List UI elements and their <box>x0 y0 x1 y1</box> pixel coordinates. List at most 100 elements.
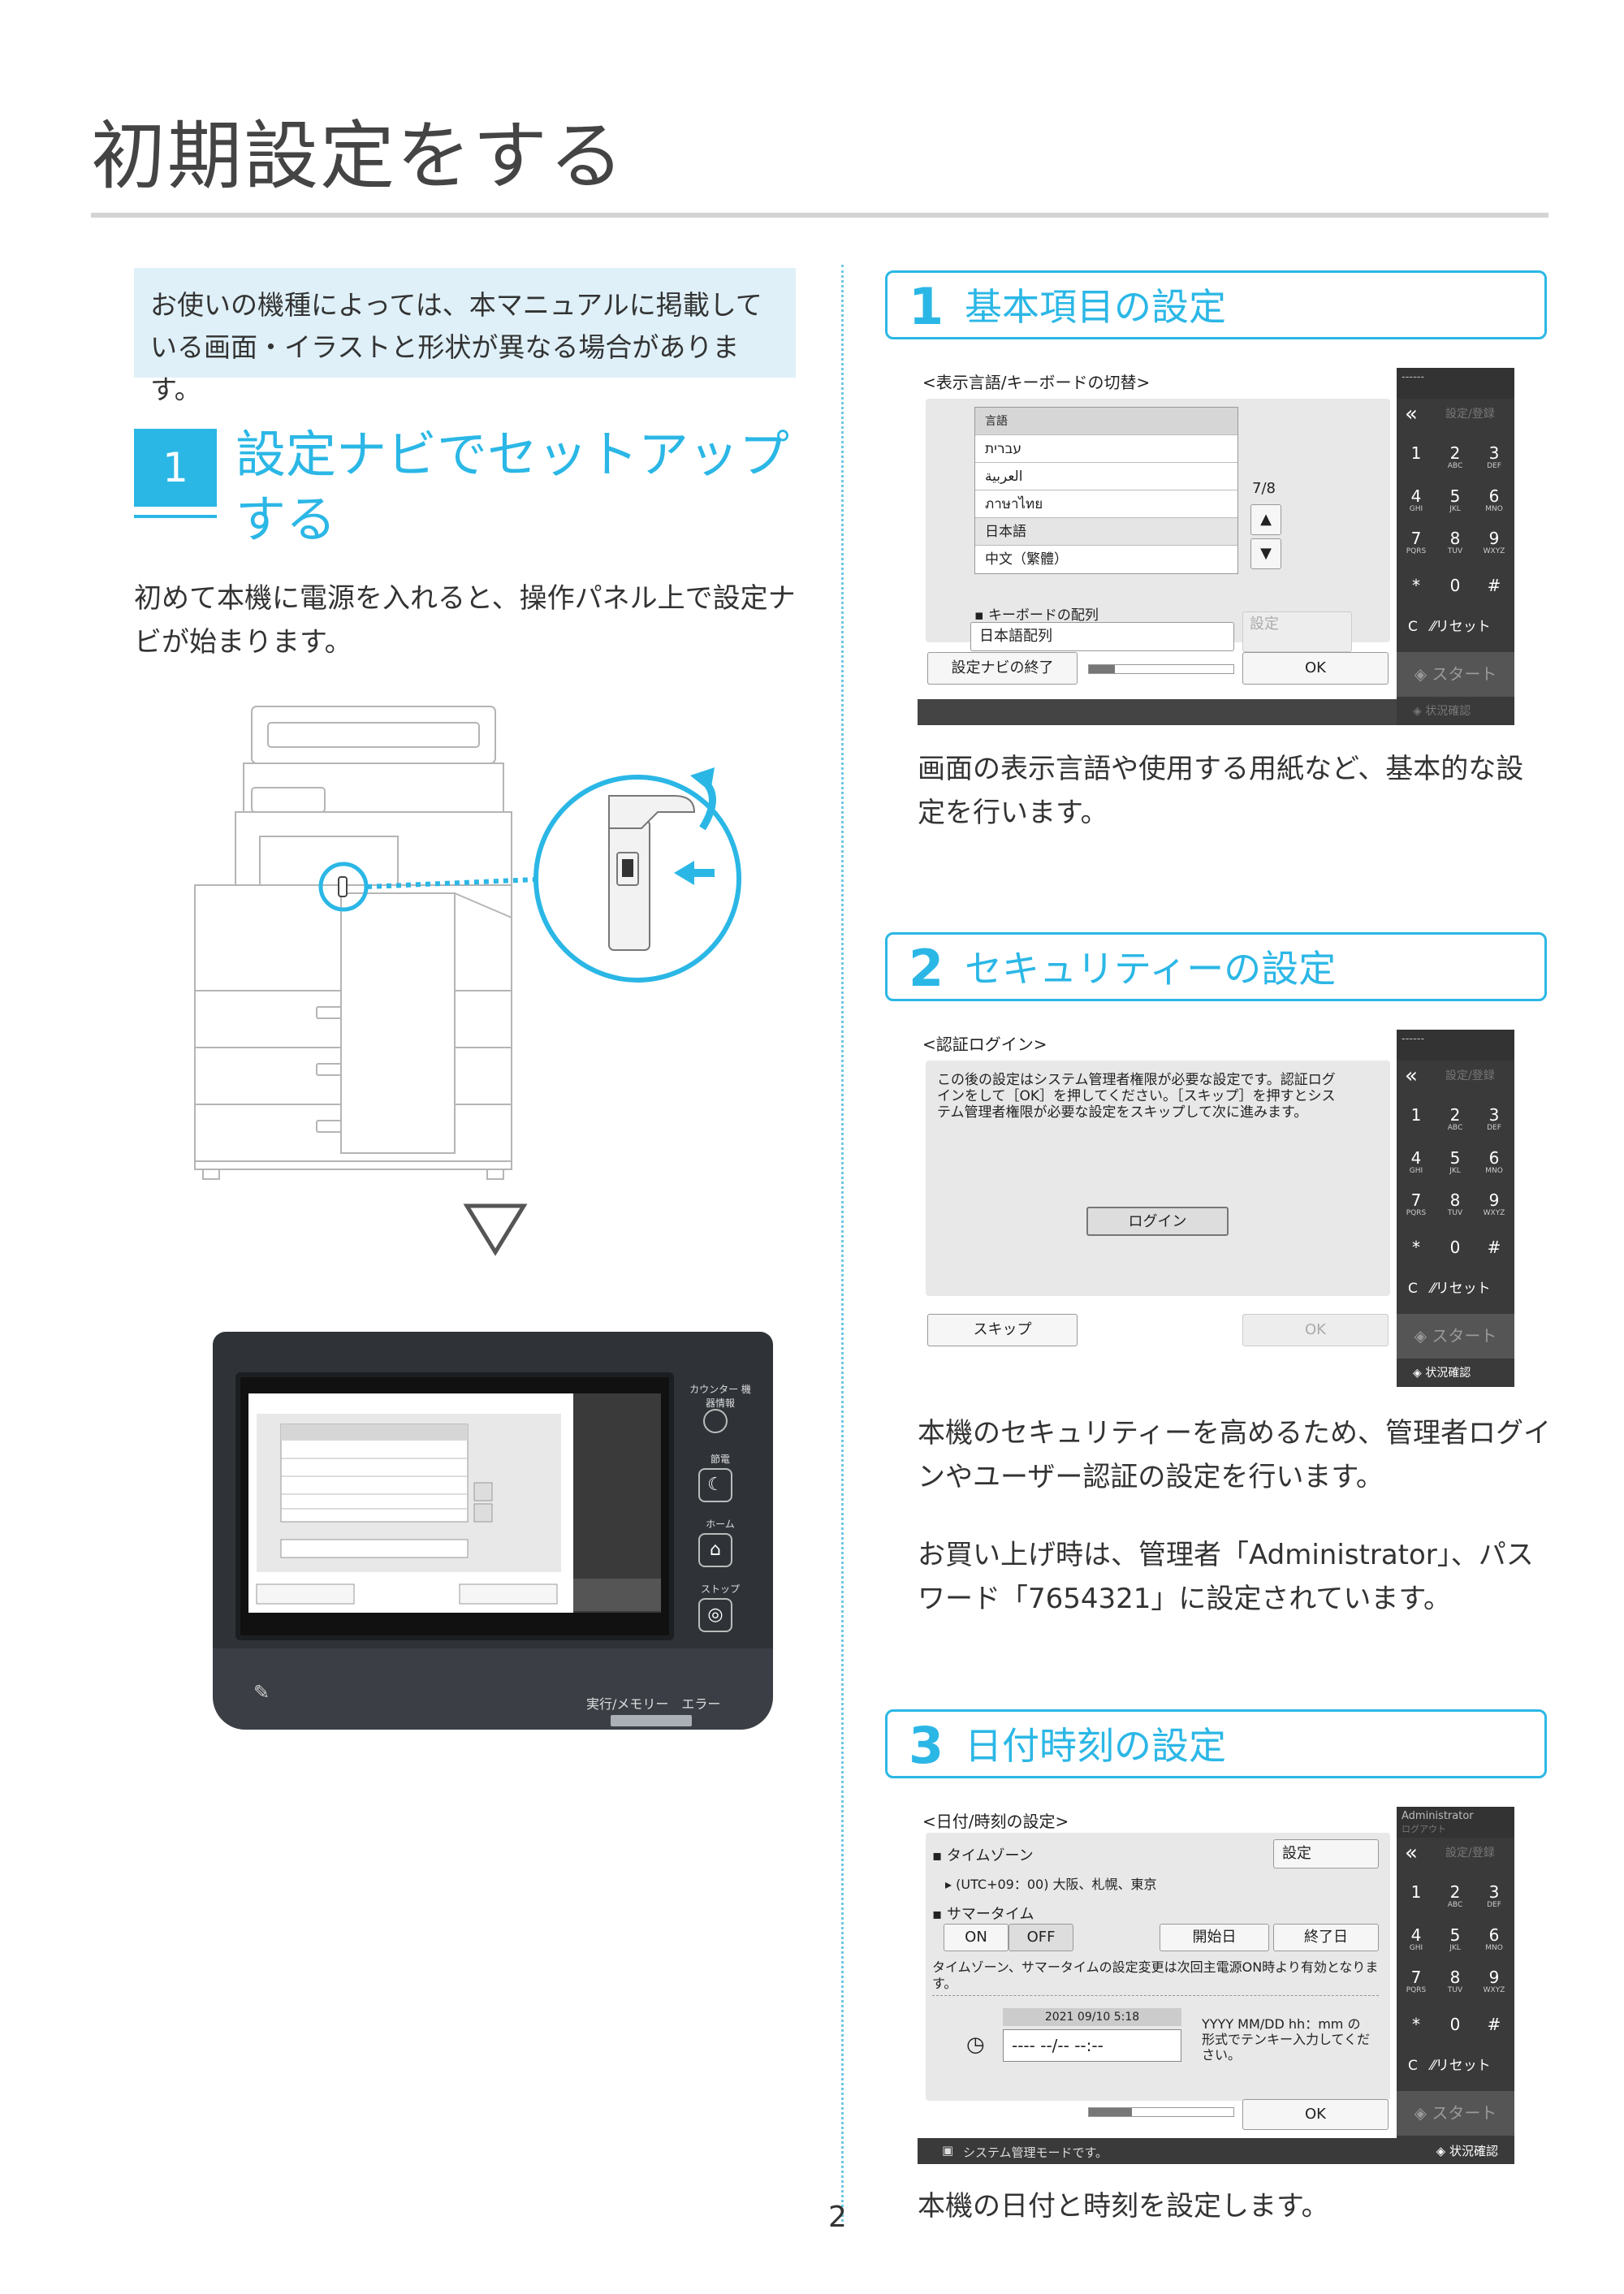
timezone-settings-button[interactable]: 設定 <box>1273 1839 1379 1868</box>
section-1-text: 画面の表示言語や使用する用紙など、基本的な設定を行います。 <box>918 753 1524 829</box>
language-option-selected[interactable]: 日本語 <box>975 518 1237 546</box>
keyboard-layout-field[interactable]: 日本語配列 <box>970 622 1234 651</box>
settings-register-button[interactable]: 設定/登録 <box>1445 1069 1495 1082</box>
status-check-button[interactable]: ◈ 状況確認 <box>1436 2144 1498 2158</box>
key-label: 0 <box>1449 1238 1461 1257</box>
key-hash[interactable]: # <box>1475 577 1514 594</box>
language-option[interactable]: 中文（繁體） <box>985 551 1068 568</box>
clear-key[interactable]: C <box>1408 1281 1418 1297</box>
language-option[interactable]: ภาษาไทย <box>975 490 1237 518</box>
panel-screen[interactable] <box>235 1372 674 1640</box>
clear-key[interactable]: C <box>1408 2058 1418 2074</box>
summer-time-on-button[interactable]: ON <box>944 1924 1009 1951</box>
start-date-button[interactable]: 開始日 <box>1160 1924 1269 1951</box>
language-list-header: 言語 <box>975 408 1237 435</box>
datetime-input[interactable]: ---- --/-- --:-- <box>1003 2029 1181 2062</box>
skip-button[interactable]: スキップ <box>927 1314 1078 1346</box>
status-check-label: 状況確認 <box>1449 2144 1498 2158</box>
key-label: # <box>1487 2015 1501 2034</box>
summer-time-off-button[interactable]: OFF <box>1009 1924 1073 1951</box>
scroll-up-button[interactable]: ▲ <box>1250 504 1281 535</box>
back-icon[interactable]: « <box>1405 402 1418 426</box>
exit-setup-navi-button[interactable]: 設定ナビの終了 <box>927 652 1078 685</box>
status-check-button[interactable]: ◈ 状況確認 <box>1413 705 1471 718</box>
progress-bar-fill <box>1089 665 1116 673</box>
key-letters: ABC <box>1447 1124 1463 1132</box>
login-button[interactable]: ログイン <box>1086 1207 1229 1236</box>
key-0[interactable]: 0 <box>1436 1239 1475 1255</box>
keyboard-settings-button[interactable]: 設定 <box>1242 611 1352 652</box>
settings-register-button[interactable]: 設定/登録 <box>1445 1847 1495 1860</box>
clear-reset-row[interactable]: C ⁄⁄リセット <box>1408 619 1491 635</box>
scroll-down-button[interactable]: ▼ <box>1250 538 1281 569</box>
key-label: 1 <box>1410 443 1422 463</box>
format-hint: YYYY MM/DD hh：mm の形式でテンキー入力してください。 <box>1202 2016 1371 2063</box>
clear-key[interactable]: C <box>1408 619 1418 635</box>
start-button[interactable]: ◈ スタート <box>1397 652 1514 697</box>
key-asterisk[interactable]: * <box>1397 1239 1436 1255</box>
key-asterisk[interactable]: * <box>1397 577 1436 594</box>
settings-register-button[interactable]: 設定/登録 <box>1445 408 1495 421</box>
home-button[interactable]: ⌂ <box>698 1533 732 1567</box>
key-1[interactable]: 1 <box>1397 445 1436 461</box>
key-label: 4 <box>1410 1925 1422 1945</box>
stop-button[interactable]: ◎ <box>698 1598 732 1632</box>
language-option[interactable]: עברית <box>975 435 1237 463</box>
section-2-title: セキュリティーの設定 <box>965 947 1337 991</box>
back-icon[interactable]: « <box>1405 1064 1418 1088</box>
key-hash[interactable]: # <box>1475 1239 1514 1255</box>
reset-key[interactable]: リセット <box>1435 1281 1491 1297</box>
key-letters: TUV <box>1447 1986 1463 1994</box>
ok-button[interactable]: OK <box>1242 1314 1389 1346</box>
key-label: 3 <box>1488 1105 1500 1125</box>
reset-key[interactable]: リセット <box>1435 619 1491 635</box>
key-letters: MNO <box>1485 1944 1503 1952</box>
timezone-value: ▸ (UTC+09：00) 大阪、札幌、東京 <box>945 1877 1157 1892</box>
key-label: 7 <box>1410 1190 1422 1210</box>
ok-button[interactable]: OK <box>1242 652 1389 685</box>
reset-key[interactable]: リセット <box>1435 2058 1491 2074</box>
key-hash[interactable]: # <box>1475 2016 1514 2033</box>
key-1[interactable]: 1 <box>1397 1884 1436 1900</box>
clear-reset-row[interactable]: C ⁄⁄リセット <box>1408 1281 1491 1297</box>
counter-button[interactable] <box>703 1409 728 1433</box>
clear-reset-row[interactable]: C ⁄⁄リセット <box>1408 2058 1491 2074</box>
start-button[interactable]: ◈ スタート <box>1397 2091 1514 2136</box>
back-icon[interactable]: « <box>1405 1841 1418 1865</box>
language-option[interactable]: العربية <box>975 463 1237 490</box>
key-asterisk[interactable]: * <box>1397 2016 1436 2033</box>
logout-link[interactable]: ログアウト <box>1402 1824 1446 1834</box>
status-check-button[interactable]: ◈ 状況確認 <box>1413 1367 1471 1380</box>
key-0[interactable]: 0 <box>1436 577 1475 594</box>
ok-button[interactable]: OK <box>1242 2099 1389 2130</box>
end-date-button[interactable]: 終了日 <box>1273 1924 1379 1951</box>
key-1[interactable]: 1 <box>1397 1107 1436 1123</box>
key-0[interactable]: 0 <box>1436 2016 1475 2033</box>
energy-saver-button[interactable]: ☾ <box>698 1468 732 1502</box>
start-button[interactable]: ◈ スタート <box>1397 1314 1514 1359</box>
